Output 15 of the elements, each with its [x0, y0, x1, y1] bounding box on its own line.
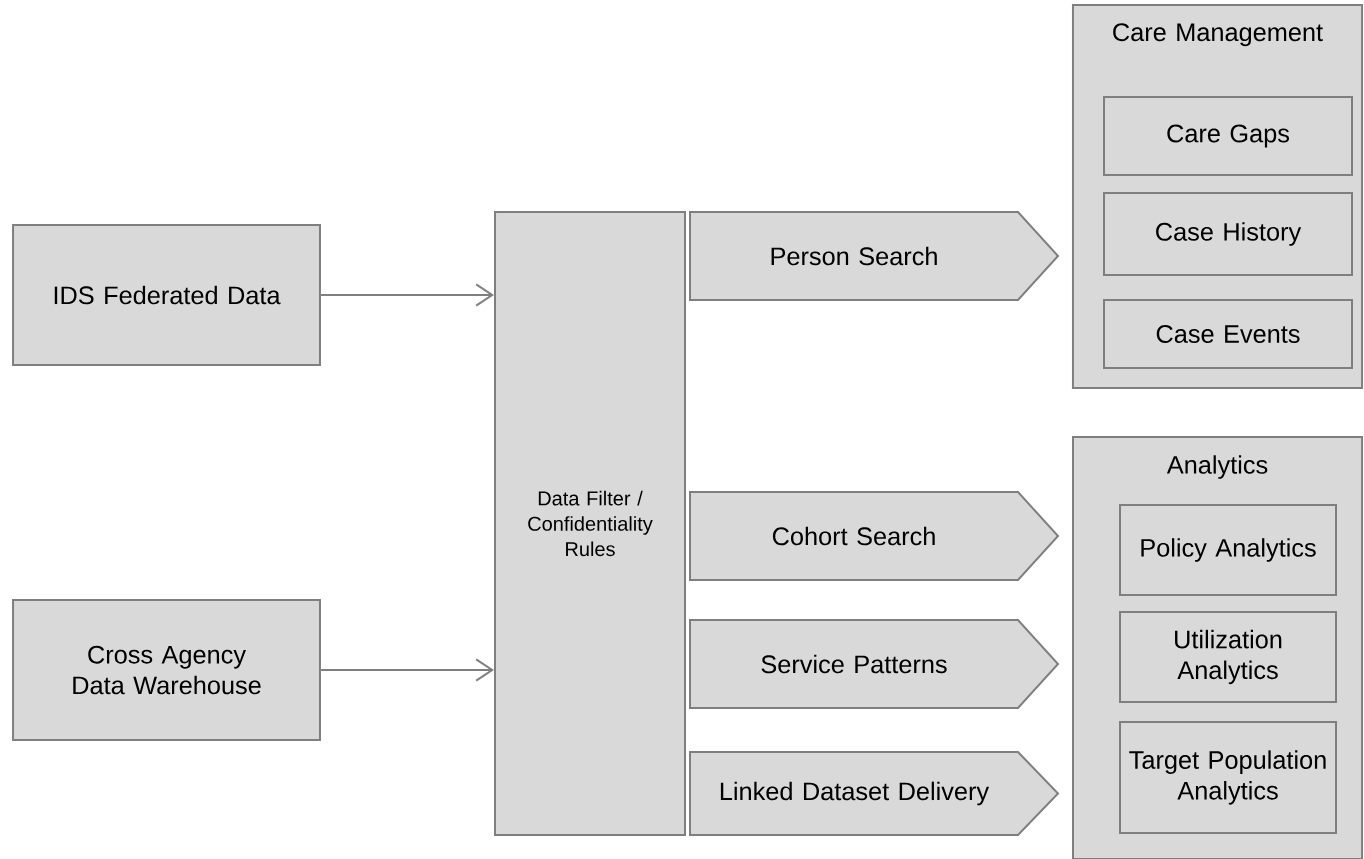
process-box: Case History: [1103, 192, 1353, 276]
chevron-step: Linked Dataset Delivery: [689, 751, 1060, 836]
process-box: Data Filter / Confidentiality Rules: [494, 211, 686, 836]
arrow: [319, 283, 494, 307]
arrow: [319, 658, 494, 682]
chevron-step: Cohort Search: [689, 491, 1060, 581]
process-box: Utilization Analytics: [1119, 611, 1337, 703]
process-box: Case Events: [1103, 299, 1353, 369]
process-box: Care Gaps: [1103, 96, 1353, 176]
process-box: Policy Analytics: [1119, 504, 1337, 596]
process-box: Cross Agency Data Warehouse: [12, 599, 321, 741]
chevron-step: Service Patterns: [689, 619, 1060, 709]
process-box: IDS Federated Data: [12, 224, 321, 366]
process-box: Target Population Analytics: [1119, 721, 1337, 834]
chevron-step: Person Search: [689, 211, 1060, 301]
